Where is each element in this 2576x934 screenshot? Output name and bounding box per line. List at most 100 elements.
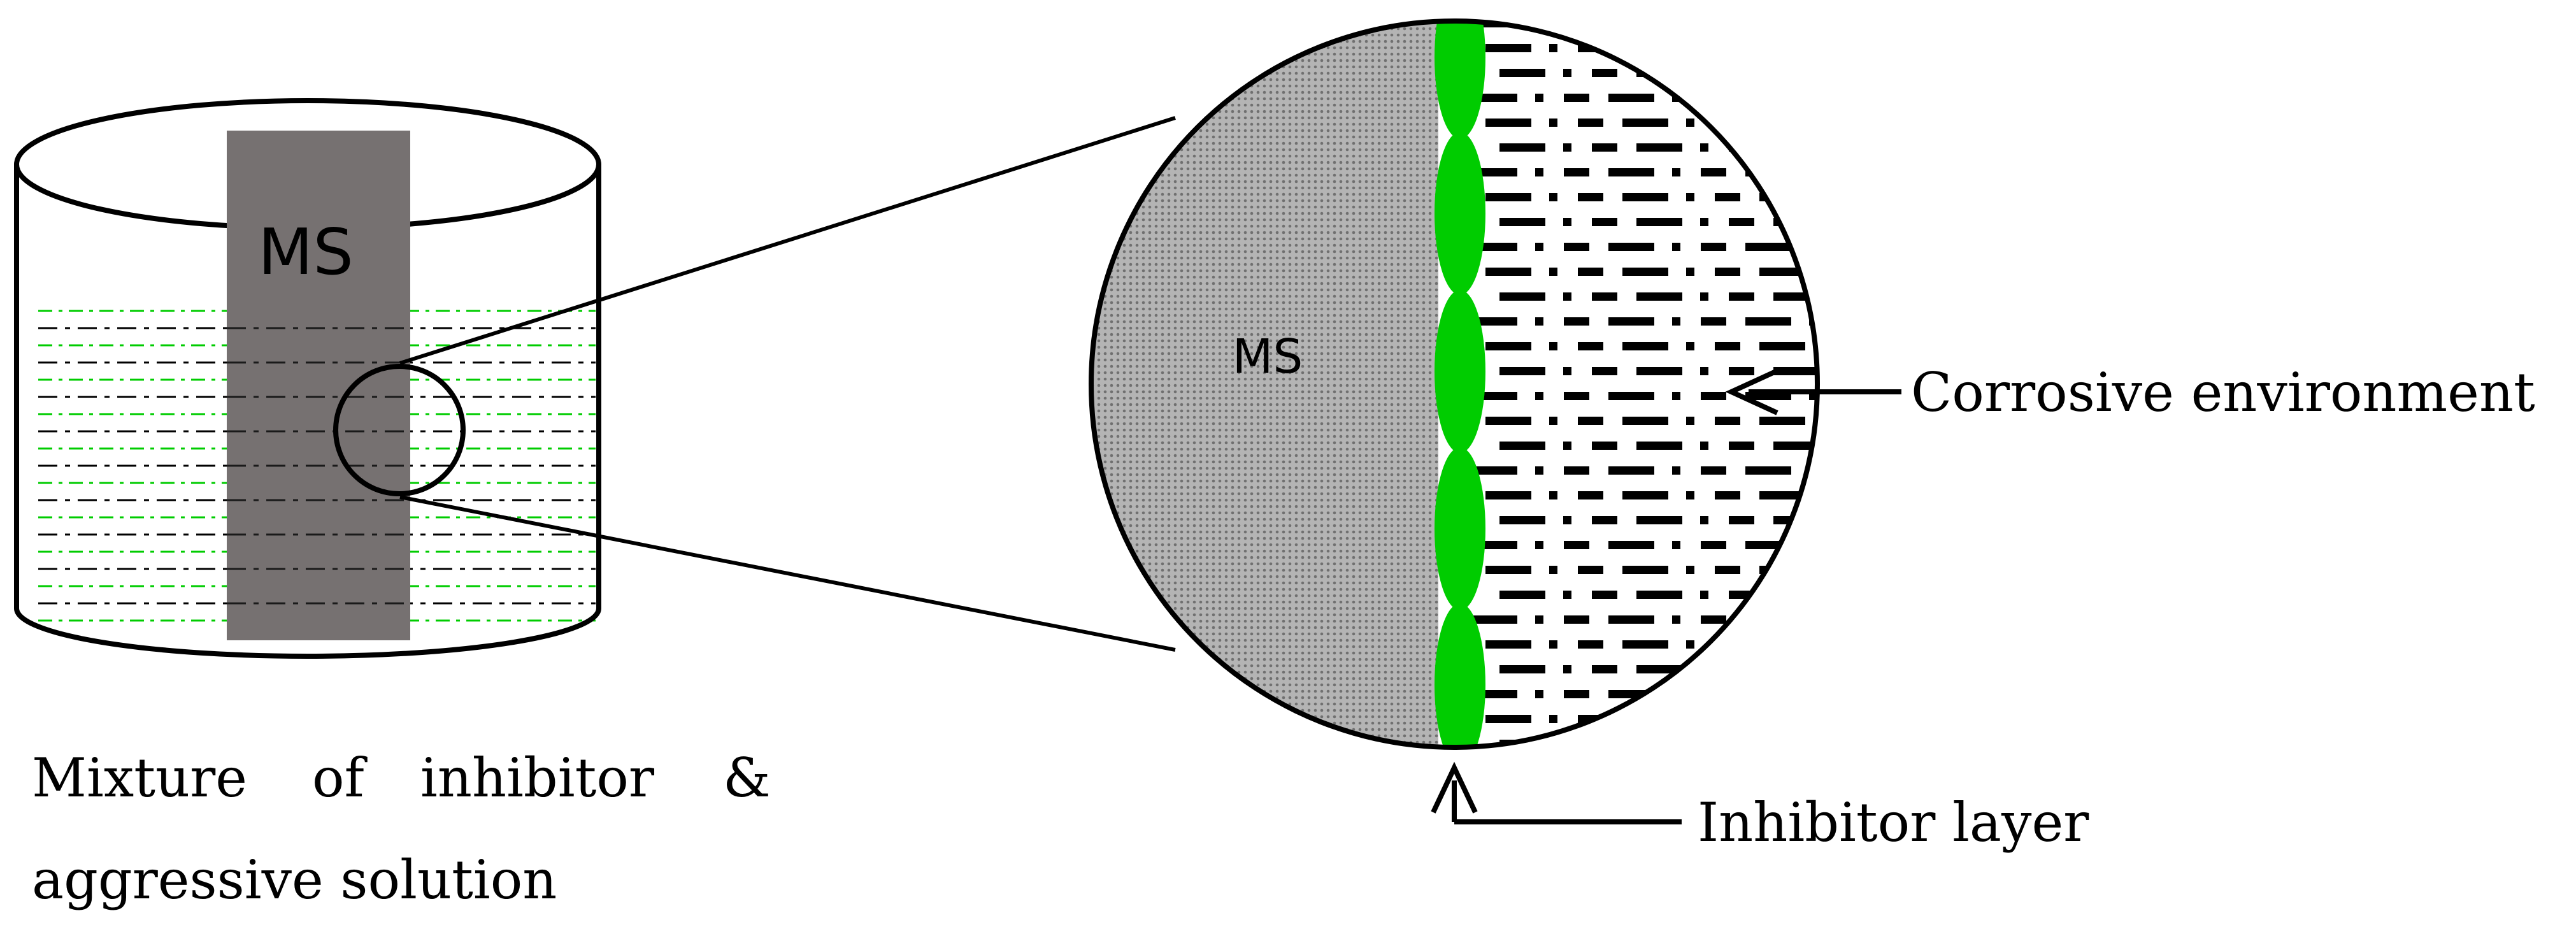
medium-dash — [1608, 94, 1654, 102]
medium-dash — [1636, 740, 1682, 747]
medium-dash — [1622, 640, 1668, 649]
medium-dash — [1745, 317, 1791, 326]
caption-word: & — [723, 747, 771, 809]
medium-dash — [1564, 541, 1589, 549]
medium-dash — [1622, 417, 1668, 425]
svg-text:Mixture of inhibit: Mixture of inhibitor & — [32, 747, 771, 809]
medium-dash — [1622, 566, 1668, 574]
medium-dash — [1499, 292, 1545, 301]
medium-dot — [1549, 640, 1557, 649]
medium-dash — [1471, 94, 1517, 102]
medium-dash — [1745, 541, 1791, 549]
inhibitor-blob — [1435, 132, 1485, 295]
medium-dash — [1773, 292, 1817, 301]
medium-dash — [1592, 367, 1617, 375]
medium-dash — [1608, 168, 1654, 176]
medium-dash — [1499, 367, 1545, 375]
medium-dash — [1564, 466, 1589, 475]
medium-dash — [1745, 94, 1791, 102]
medium-dot — [1700, 292, 1708, 301]
medium-dash — [1715, 268, 1740, 276]
medium-dot — [1823, 268, 1831, 276]
medium-dash — [1729, 69, 1754, 77]
medium-dash — [1592, 516, 1617, 524]
medium-dot — [1563, 591, 1571, 599]
medium-dot — [1823, 491, 1831, 499]
medium-dot — [1672, 466, 1680, 475]
medium-dash — [1622, 342, 1668, 350]
medium-dash — [1745, 466, 1791, 475]
medium-dash — [1485, 640, 1531, 649]
medium-dot — [1809, 168, 1817, 176]
beaker: MS — [14, 98, 601, 659]
medium-dot — [1535, 21, 1543, 27]
medium-dot — [1535, 466, 1543, 475]
medium-dot — [1700, 516, 1708, 524]
medium-dot — [1686, 491, 1694, 499]
medium-dot — [1563, 292, 1571, 301]
medium-dash — [1745, 615, 1791, 624]
medium-dash — [1471, 317, 1517, 326]
medium-dot — [1535, 541, 1543, 549]
medium-dash — [1636, 591, 1682, 599]
medium-dash — [1485, 119, 1531, 127]
medium-dot — [1700, 143, 1708, 152]
medium-dash — [1773, 740, 1817, 747]
medium-dot — [1809, 243, 1817, 251]
medium-dot — [1549, 44, 1557, 52]
medium-dash — [1578, 640, 1603, 649]
medium-dot — [1563, 218, 1571, 226]
medium-dash — [1485, 715, 1531, 723]
medium-dash — [1499, 143, 1545, 152]
solution-lines-over-specimen — [227, 327, 410, 605]
medium-dot — [1823, 44, 1831, 52]
medium-dash — [1701, 615, 1726, 624]
medium-dot — [1686, 44, 1694, 52]
medium-dash — [1636, 367, 1682, 375]
caption-word: Mixture — [32, 747, 247, 809]
medium-dot — [1563, 367, 1571, 375]
medium-dot — [1672, 243, 1680, 251]
medium-dash — [1564, 392, 1589, 400]
medium-dash — [1499, 69, 1545, 77]
medium-dash — [1578, 342, 1603, 350]
medium-dash — [1701, 317, 1726, 326]
medium-dash — [1745, 690, 1791, 698]
medium-dash — [1564, 94, 1589, 102]
medium-dot — [1535, 243, 1543, 251]
medium-dash — [1485, 342, 1531, 350]
medium-dash — [1729, 218, 1754, 226]
medium-dot — [1823, 342, 1831, 350]
medium-dash — [1485, 566, 1531, 574]
medium-dot — [1563, 69, 1571, 77]
medium-dash — [1564, 21, 1589, 27]
medium-dot — [1535, 690, 1543, 698]
medium-dash — [1485, 268, 1531, 276]
medium-dash — [1622, 715, 1668, 723]
medium-dash — [1592, 591, 1617, 599]
medium-dot — [1700, 69, 1708, 77]
medium-dot — [1686, 119, 1694, 127]
medium-dot — [1672, 392, 1680, 400]
medium-dot — [1700, 442, 1708, 450]
medium-dash — [1715, 715, 1740, 723]
medium-dot — [1549, 193, 1557, 201]
medium-dash — [1485, 417, 1531, 425]
medium-dash — [1608, 21, 1654, 27]
medium-dash — [1701, 168, 1726, 176]
medium-dot — [1563, 665, 1571, 673]
inhibitor-film — [1435, 21, 1485, 747]
inhibitor-layer-label: Inhibitor layer — [1698, 791, 2089, 854]
medium-dash — [1701, 21, 1726, 27]
medium-dot — [1549, 268, 1557, 276]
medium-dot — [1823, 715, 1831, 723]
medium-dash — [1715, 566, 1740, 574]
medium-dash — [1564, 690, 1589, 698]
medium-dot — [1809, 94, 1817, 102]
inhibitor-blob — [1435, 603, 1485, 747]
medium-dash — [1592, 218, 1617, 226]
medium-dash — [1701, 690, 1726, 698]
medium-dot — [1809, 21, 1817, 27]
inhibitor-blob — [1435, 290, 1485, 453]
medium-dot — [1672, 21, 1680, 27]
